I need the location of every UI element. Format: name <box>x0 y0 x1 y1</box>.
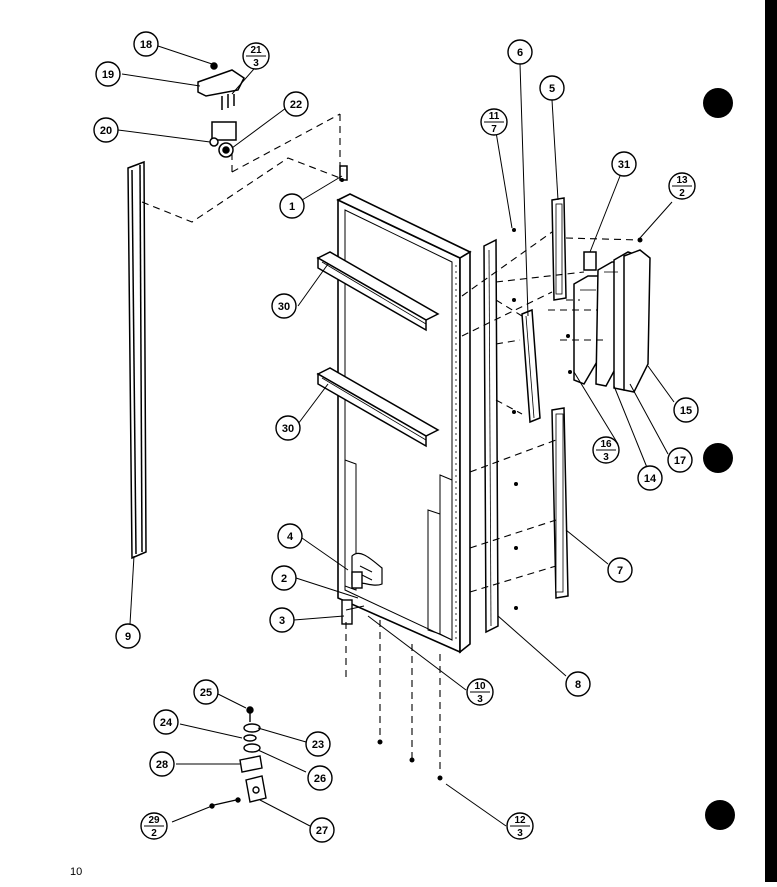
callout-14: 14 <box>637 465 663 491</box>
callout-26: 26 <box>307 765 333 791</box>
svg-text:10: 10 <box>474 681 486 692</box>
svg-text:27: 27 <box>316 825 328 837</box>
callout-13-2: 13 2 <box>668 172 696 200</box>
upper-handle-strip <box>521 308 541 424</box>
svg-text:19: 19 <box>102 69 114 81</box>
door-shelf-bar-upper <box>316 251 440 332</box>
callout-31: 31 <box>611 151 637 177</box>
top-handle-strip <box>551 197 567 301</box>
svg-text:21: 21 <box>250 45 262 56</box>
callout-21-3: 21 3 <box>242 42 270 70</box>
callout-8: 8 <box>565 671 591 697</box>
svg-text:28: 28 <box>156 759 168 771</box>
callout-3: 3 <box>269 607 295 633</box>
page-number: 10 <box>70 866 83 878</box>
svg-text:22: 22 <box>290 99 302 111</box>
svg-text:18: 18 <box>140 39 152 51</box>
callout-labels: 1 2 3 4 5 6 7 8 9 14 15 17 18 19 20 22 2… <box>93 31 699 843</box>
svg-text:8: 8 <box>575 679 581 691</box>
svg-text:3: 3 <box>603 452 609 463</box>
svg-text:6: 6 <box>517 47 523 59</box>
callout-4: 4 <box>277 523 303 549</box>
page-edge-bar <box>765 0 777 882</box>
assembly-lines <box>141 113 641 774</box>
svg-text:16: 16 <box>600 439 612 450</box>
callout-24: 24 <box>153 709 179 735</box>
svg-text:29: 29 <box>148 815 160 826</box>
svg-text:12: 12 <box>514 815 526 826</box>
svg-text:23: 23 <box>312 739 324 751</box>
svg-text:2: 2 <box>281 573 287 585</box>
svg-text:15: 15 <box>680 405 692 417</box>
callout-17: 17 <box>667 447 693 473</box>
door-shelf-bar-lower <box>316 367 440 448</box>
svg-text:17: 17 <box>674 455 686 467</box>
screw-points <box>340 178 643 781</box>
callout-12-3: 12 3 <box>506 812 534 840</box>
callout-6: 6 <box>507 39 533 65</box>
door-gasket-strip <box>127 160 147 560</box>
svg-text:13: 13 <box>676 175 688 186</box>
svg-text:3: 3 <box>477 694 483 705</box>
svg-text:2: 2 <box>151 828 157 839</box>
punch-hole <box>705 800 735 830</box>
callout-9: 9 <box>115 623 141 649</box>
callout-28: 28 <box>149 751 175 777</box>
svg-text:9: 9 <box>125 631 131 643</box>
punch-hole <box>703 443 733 473</box>
callout-10-3: 10 3 <box>466 678 494 706</box>
bottom-hinge-assembly <box>209 571 365 809</box>
lower-handle-strip <box>551 407 569 599</box>
callout-30-lower: 30 <box>275 415 301 441</box>
svg-text:3: 3 <box>279 615 285 627</box>
callout-18: 18 <box>133 31 159 57</box>
callout-2: 2 <box>271 565 297 591</box>
callout-30-upper: 30 <box>271 293 297 319</box>
callout-15: 15 <box>673 397 699 423</box>
leader-lines <box>117 45 675 827</box>
svg-text:5: 5 <box>549 83 555 95</box>
svg-text:30: 30 <box>278 301 290 313</box>
callout-22: 22 <box>283 91 309 117</box>
callout-5: 5 <box>539 75 565 101</box>
callout-19: 19 <box>95 61 121 87</box>
svg-text:20: 20 <box>100 125 112 137</box>
callout-27: 27 <box>309 817 335 843</box>
handle-trim-strip <box>483 238 499 634</box>
callout-11-7: 11 7 <box>480 108 508 136</box>
callout-25: 25 <box>193 679 219 705</box>
svg-text:3: 3 <box>517 828 523 839</box>
top-hinge <box>197 69 245 97</box>
punch-hole <box>703 88 733 118</box>
callout-23: 23 <box>305 731 331 757</box>
svg-text:7: 7 <box>491 124 497 135</box>
handle-cap <box>583 251 597 271</box>
handle-assembly <box>573 249 651 393</box>
svg-text:1: 1 <box>289 201 295 213</box>
callout-29-2: 29 2 <box>140 812 168 840</box>
svg-text:11: 11 <box>489 111 500 122</box>
svg-text:14: 14 <box>644 473 657 485</box>
svg-text:24: 24 <box>160 717 173 729</box>
svg-text:31: 31 <box>618 159 630 171</box>
svg-text:30: 30 <box>282 423 294 435</box>
svg-text:2: 2 <box>679 188 685 199</box>
hinge-pin-bushing <box>339 165 348 181</box>
callout-7: 7 <box>607 557 633 583</box>
fraction-callouts: 21 3 11 7 13 2 16 3 10 3 12 3 <box>140 42 696 840</box>
callout-1: 1 <box>279 193 305 219</box>
callout-16-3: 16 3 <box>592 436 620 464</box>
svg-text:25: 25 <box>200 687 212 699</box>
svg-text:26: 26 <box>314 773 326 785</box>
top-hinge-assembly <box>197 62 348 181</box>
svg-text:3: 3 <box>253 58 259 69</box>
callout-20: 20 <box>93 117 119 143</box>
hinge-bracket <box>211 121 237 141</box>
svg-text:4: 4 <box>287 531 294 543</box>
svg-text:7: 7 <box>617 565 623 577</box>
